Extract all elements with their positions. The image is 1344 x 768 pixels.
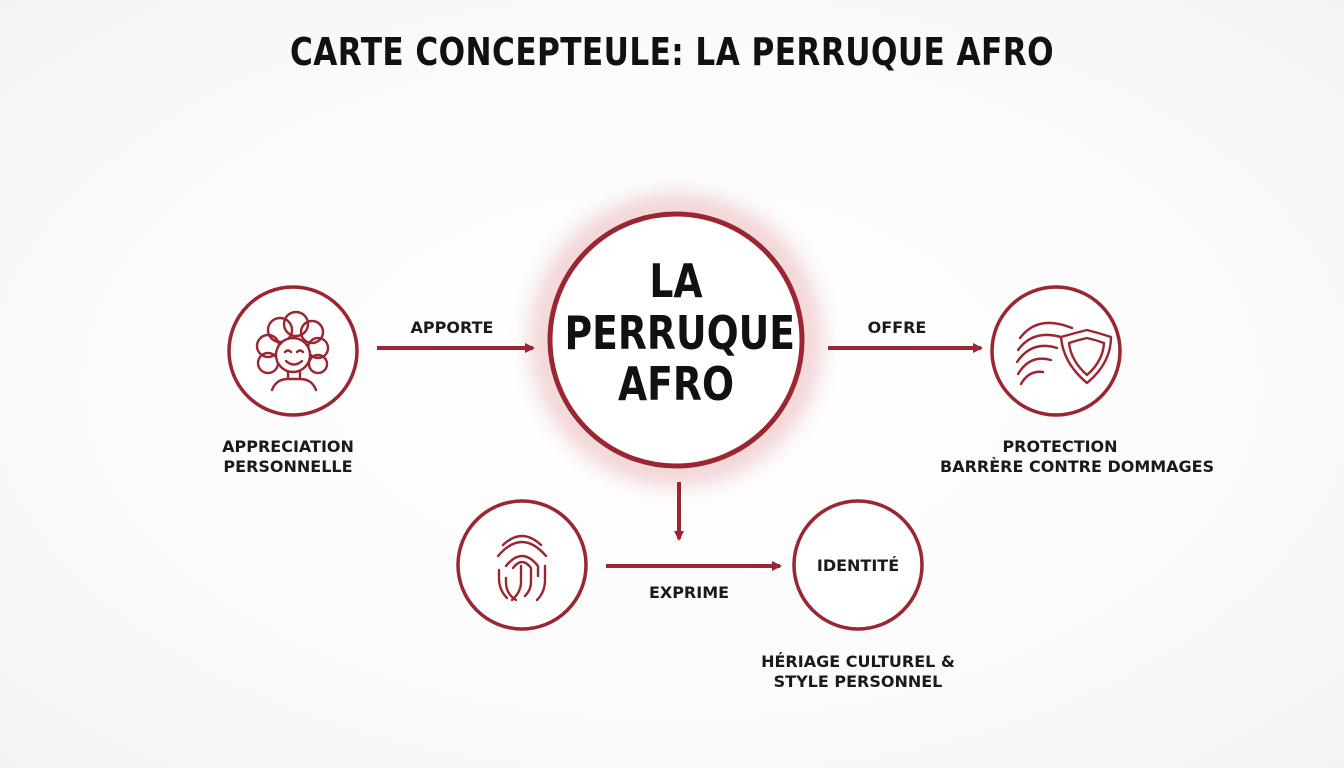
page-title: CARTE CONCEPTEULE: LA PERRUQUE AFRO — [289, 30, 1055, 74]
fingerprint-icon — [496, 534, 548, 602]
label-line: APPRECIATION — [222, 437, 354, 456]
label-line: STYLE PERSONNEL — [773, 672, 943, 691]
edge-label-offre: OFFRE — [867, 318, 927, 337]
center-concept: LA PERRUQUE AFRO — [564, 254, 796, 412]
center-line: PERRUQUE — [564, 305, 796, 360]
center-line: LA — [649, 254, 703, 308]
identite-node-circle — [792, 499, 924, 631]
label-line: PROTECTION — [1002, 437, 1118, 456]
edge-label-apporte: APPORTE — [410, 318, 494, 337]
label-line: BARRÈRE CONTRE DOMMAGES — [940, 457, 1215, 476]
hair-shield-icon — [1015, 321, 1113, 386]
center-line: AFRO — [617, 357, 735, 412]
center-glow — [533, 197, 819, 483]
edge-label-exprime: EXPRIME — [648, 583, 730, 602]
label-line: HÉRIAGE CULTUREL & — [761, 652, 955, 671]
center-fill — [550, 214, 802, 466]
fingerprint-node-circle — [456, 499, 588, 631]
label-line: PERSONNELLE — [223, 457, 353, 476]
identite-label: HÉRIAGE CULTUREL & STYLE PERSONNEL — [758, 652, 958, 692]
appreciation-label: APPRECIATION PERSONNELLE — [188, 437, 388, 477]
protection-label: PROTECTION BARRÈRE CONTRE DOMMAGES — [940, 437, 1215, 477]
center-circle — [547, 211, 805, 469]
curly-hair-face-icon — [255, 310, 330, 392]
identite-inner-label: IDENTITÉ — [816, 556, 900, 575]
